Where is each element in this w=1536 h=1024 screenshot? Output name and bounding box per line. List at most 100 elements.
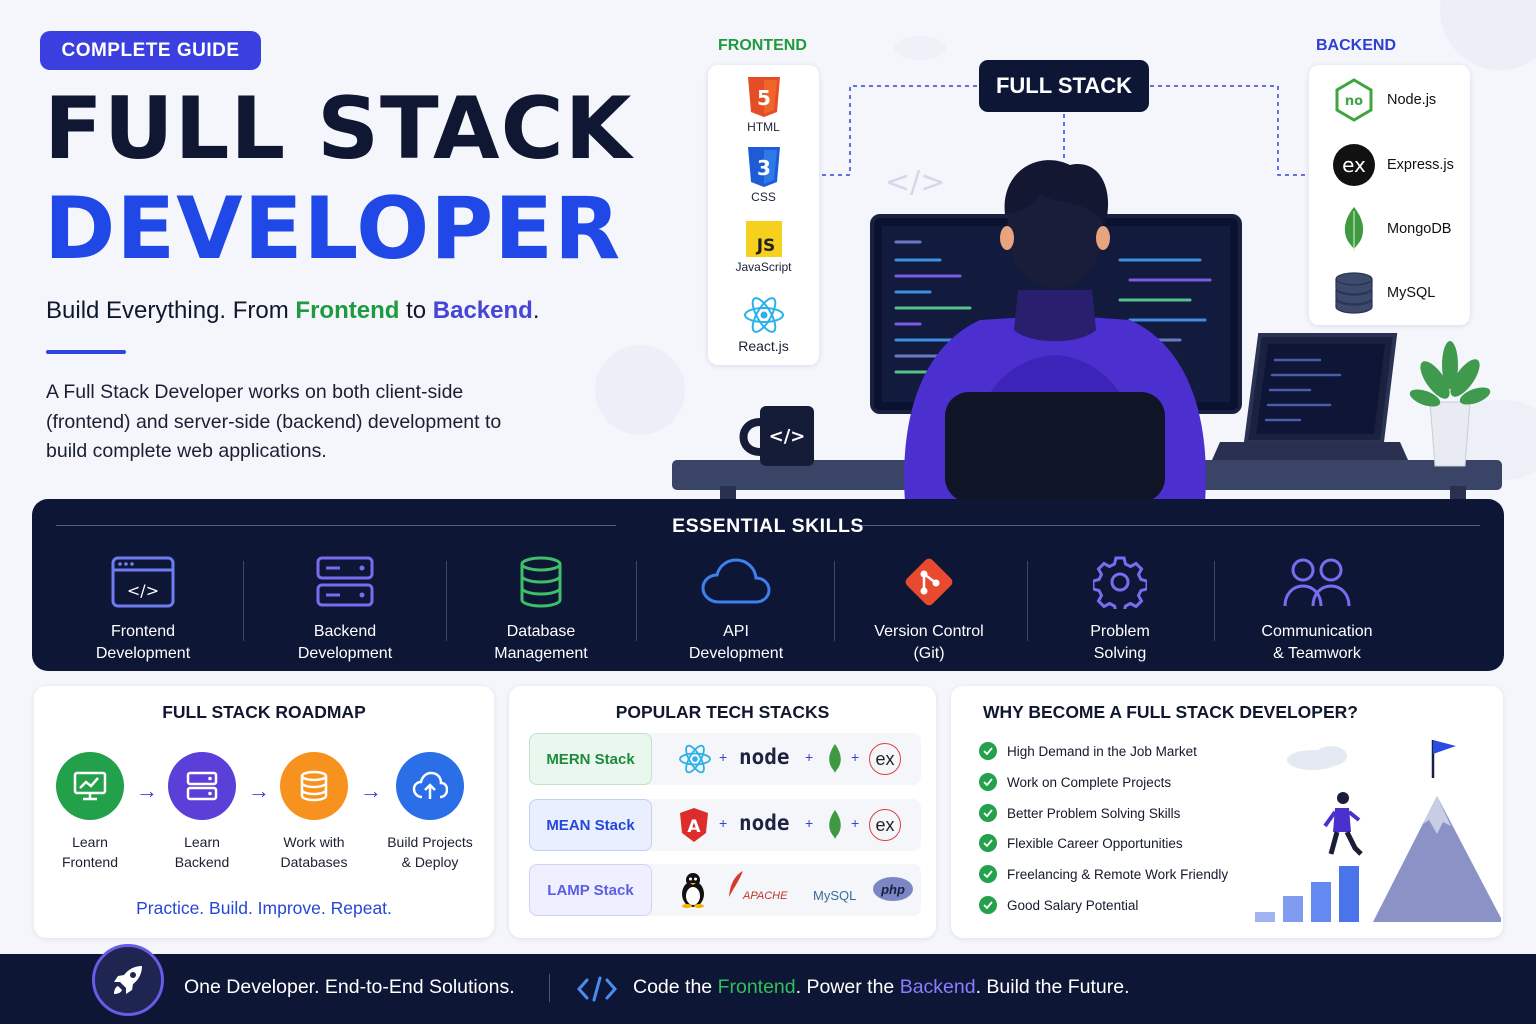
footer-frontend: Frontend (717, 976, 796, 998)
roadmap-step-deploy-line1: Build Projects (387, 834, 473, 850)
php-icon: php (873, 877, 913, 901)
footer-right-text: Code the Frontend. Power the Backend. Bu… (633, 976, 1130, 999)
why-item: Better Problem Solving Skills (979, 804, 1180, 822)
skill-backend-line1: Backend (313, 623, 377, 640)
roadmap-arrow-icon: → (248, 778, 270, 803)
html5-icon: 5 (747, 77, 780, 117)
mongodb-label: MongoDB (1387, 221, 1452, 237)
angular-icon: A (680, 808, 708, 842)
check-icon (979, 773, 997, 791)
why-item: Work on Complete Projects (979, 773, 1171, 791)
subtitle-frontend: Frontend (295, 297, 400, 324)
rocket-badge (92, 944, 164, 1016)
apache-feather-icon (729, 871, 743, 897)
javascript-icon: JS (745, 221, 782, 257)
skill-divider (243, 561, 244, 641)
why-item: Good Salary Potential (979, 896, 1138, 914)
backend-tech-list: no Node.js ex Express.js MongoDB MySQL (1309, 65, 1470, 325)
title-line2: DEVELOPER (44, 179, 622, 279)
why-item-text: Better Problem Solving Skills (1007, 805, 1181, 821)
skill-communication-line2: & Teamwork (1273, 645, 1361, 662)
express-label: Express.js (1387, 157, 1454, 173)
svg-text:no: no (1345, 94, 1363, 109)
nodejs-label: Node.js (1387, 92, 1437, 108)
plant-pot (1429, 401, 1471, 467)
footer-left-text: One Developer. End-to-End Solutions. (184, 976, 515, 998)
coffee-mug (760, 406, 814, 466)
nodejs-icon: no (1335, 78, 1373, 122)
roadmap-step-deploy-line2: & Deploy (401, 854, 459, 870)
css-item: 3 CSS (708, 147, 819, 204)
mongodb-leaf-icon (829, 810, 841, 839)
check-icon (979, 834, 997, 852)
express-icon: ex (869, 809, 901, 841)
why-item-text: Flexible Career Opportunities (1007, 835, 1183, 851)
title-line1: FULL STACK (44, 79, 633, 179)
svg-text:</>: </> (885, 165, 945, 200)
mean-stack-label: MEAN Stack (529, 799, 652, 851)
react-icon (679, 744, 711, 774)
skill-api-line2: Development (688, 645, 784, 662)
footer-post: . Build the Future. (975, 976, 1130, 998)
cloud-icon (701, 558, 771, 604)
mongodb-item: MongoDB (1309, 199, 1470, 259)
check-icon (979, 896, 997, 914)
react-icon (743, 297, 784, 333)
gear-icon (1093, 556, 1147, 609)
html-label: HTML (747, 120, 780, 134)
express-icon: ex (1333, 144, 1375, 186)
mysql-item: MySQL (1309, 263, 1470, 323)
career-mountain-illustration (1255, 740, 1501, 922)
skill-git-line1: Version Control (874, 623, 984, 640)
css-label: CSS (751, 190, 776, 204)
why-item: Flexible Career Opportunities (979, 834, 1183, 852)
skills-rule-left (56, 525, 616, 526)
skill-backend-line2: Development (297, 645, 393, 662)
skill-divider (1027, 561, 1028, 641)
stacks-title: POPULAR TECH STACKS (615, 702, 830, 722)
why-item-text: Freelancing & Remote Work Friendly (1007, 866, 1229, 882)
plant-leaves (1409, 341, 1491, 407)
plus-sign: + (805, 749, 814, 765)
cloud-upload-icon (412, 771, 448, 799)
plus-sign: + (851, 815, 860, 831)
subtitle-backend: Backend (432, 297, 533, 324)
browser-code-icon: </> (111, 556, 175, 608)
react-item: React.js (708, 295, 819, 354)
plus-sign: + (719, 815, 728, 831)
svg-text:5: 5 (757, 86, 771, 110)
skill-git: Version Control(Git) (834, 553, 1024, 665)
svg-text:JS: JS (755, 236, 775, 256)
full-stack-box: FULL STACK (979, 60, 1149, 112)
html-item: 5 HTML (708, 77, 819, 134)
server-icon (316, 556, 374, 607)
rocket-icon (114, 966, 142, 994)
roadmap-step-backend-line1: Learn (184, 834, 220, 850)
css3-icon: 3 (747, 147, 780, 187)
roadmap-tagline: Practice. Build. Improve. Repeat. (136, 898, 392, 918)
linux-tux-icon (682, 873, 704, 908)
chair (945, 392, 1165, 502)
svg-text:A: A (687, 817, 701, 837)
monitor-chart-icon (73, 771, 107, 801)
plus-sign: + (805, 815, 814, 831)
database-icon (300, 770, 328, 802)
roadmap-step-databases-line2: Databases (280, 854, 348, 870)
mern-stack-label: MERN Stack (529, 733, 652, 785)
git-icon (905, 558, 953, 606)
skill-divider (446, 561, 447, 641)
skill-divider (636, 561, 637, 641)
why-item-text: High Demand in the Job Market (1007, 743, 1197, 759)
roadmap-step-frontend-line1: Learn (72, 834, 108, 850)
roadmap-step-backend-line2: Backend (174, 854, 230, 870)
roadmap-arrow-icon: → (360, 778, 382, 803)
accent-bar (46, 350, 126, 354)
backend-label: BACKEND (1316, 37, 1396, 54)
lamp-stack-row: LAMP Stack APACHE MySQL php (529, 864, 921, 916)
